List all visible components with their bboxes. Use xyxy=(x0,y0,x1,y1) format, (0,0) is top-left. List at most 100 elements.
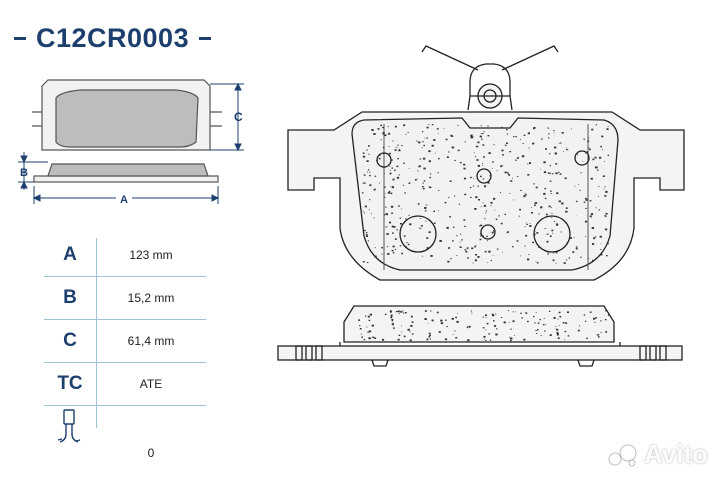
texture-speck xyxy=(475,245,477,246)
texture-speck xyxy=(358,319,360,321)
texture-speck xyxy=(423,180,426,182)
texture-speck xyxy=(422,141,424,143)
texture-speck xyxy=(433,222,436,224)
texture-speck xyxy=(544,330,546,332)
texture-speck xyxy=(422,187,425,190)
watermark: Avito xyxy=(608,439,708,470)
texture-speck xyxy=(489,175,491,177)
texture-speck xyxy=(390,311,392,313)
texture-speck xyxy=(405,218,407,220)
texture-speck xyxy=(425,220,427,222)
texture-speck xyxy=(551,229,554,232)
texture-speck xyxy=(360,333,362,335)
texture-speck xyxy=(600,145,602,148)
texture-speck xyxy=(488,152,491,154)
texture-speck xyxy=(392,140,394,142)
texture-speck xyxy=(398,205,400,207)
texture-speck xyxy=(466,247,469,249)
spec-value: ATE xyxy=(139,377,163,391)
texture-speck xyxy=(404,312,407,314)
texture-speck xyxy=(482,316,484,318)
texture-speck xyxy=(540,206,543,209)
texture-speck xyxy=(382,133,384,135)
texture-speck xyxy=(387,253,390,255)
texture-speck xyxy=(555,262,557,264)
texture-speck xyxy=(409,331,411,333)
texture-speck xyxy=(397,310,400,313)
texture-speck xyxy=(463,219,466,221)
texture-speck xyxy=(411,321,414,323)
texture-speck xyxy=(484,182,486,184)
texture-speck xyxy=(368,209,370,211)
texture-speck xyxy=(476,159,479,161)
texture-speck xyxy=(498,215,500,217)
texture-speck xyxy=(543,171,547,174)
texture-speck xyxy=(593,317,596,320)
texture-speck xyxy=(382,126,384,129)
texture-speck xyxy=(525,222,527,224)
texture-speck xyxy=(374,337,377,339)
texture-speck xyxy=(509,193,511,194)
texture-speck xyxy=(382,146,385,149)
spec-key: B xyxy=(63,287,77,308)
texture-speck xyxy=(606,242,609,245)
texture-speck xyxy=(509,336,511,338)
texture-speck xyxy=(385,226,387,228)
texture-speck xyxy=(585,207,587,209)
texture-speck xyxy=(541,138,543,140)
texture-speck xyxy=(392,323,394,325)
texture-speck xyxy=(426,126,429,129)
texture-speck xyxy=(578,184,580,185)
texture-speck xyxy=(369,171,371,173)
texture-speck xyxy=(567,311,569,313)
title-dash-right xyxy=(199,36,212,40)
texture-speck xyxy=(601,148,603,150)
texture-speck xyxy=(398,312,400,314)
part-number: C12CR0003 xyxy=(36,22,190,53)
texture-speck xyxy=(529,225,532,227)
texture-speck xyxy=(380,124,382,127)
texture-speck xyxy=(516,240,519,242)
texture-speck xyxy=(410,315,413,318)
texture-speck xyxy=(582,161,584,162)
texture-speck xyxy=(407,132,409,133)
texture-speck xyxy=(482,178,485,180)
texture-speck xyxy=(544,197,547,200)
texture-speck xyxy=(552,232,554,234)
texture-speck xyxy=(584,197,587,200)
texture-speck xyxy=(390,192,393,195)
texture-speck xyxy=(384,313,387,315)
texture-speck xyxy=(397,144,399,146)
texture-speck xyxy=(387,126,389,128)
texture-speck xyxy=(398,148,400,150)
texture-speck xyxy=(605,331,608,333)
texture-speck xyxy=(538,213,540,215)
texture-speck xyxy=(491,231,494,234)
texture-speck xyxy=(482,163,483,164)
texture-speck xyxy=(604,215,607,217)
texture-speck xyxy=(483,204,487,207)
texture-speck xyxy=(487,181,490,184)
texture-speck xyxy=(567,149,569,151)
texture-speck xyxy=(386,246,389,248)
texture-speck xyxy=(523,338,526,341)
texture-speck xyxy=(472,185,475,187)
texture-speck xyxy=(512,320,515,323)
texture-speck xyxy=(455,316,457,319)
texture-speck xyxy=(390,185,391,187)
texture-speck xyxy=(408,214,410,216)
texture-speck xyxy=(564,322,567,324)
texture-speck xyxy=(490,201,493,204)
texture-speck xyxy=(519,208,521,211)
texture-speck xyxy=(378,182,380,184)
texture-speck xyxy=(594,236,597,238)
texture-speck xyxy=(571,128,572,130)
texture-speck xyxy=(485,210,487,212)
texture-speck xyxy=(521,155,525,158)
texture-speck xyxy=(495,333,498,336)
texture-speck xyxy=(416,251,418,253)
texture-speck xyxy=(604,319,607,321)
texture-speck xyxy=(446,156,449,158)
texture-speck xyxy=(492,255,494,256)
texture-speck xyxy=(598,209,600,211)
